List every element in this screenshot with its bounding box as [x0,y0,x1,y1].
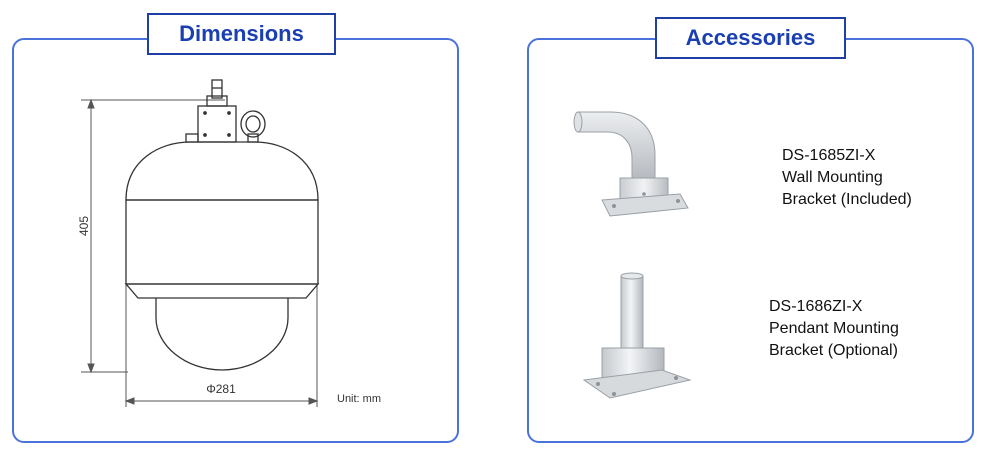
accessory-model: DS-1686ZI-X [769,298,863,315]
unit-label: Unit: mm [337,393,381,405]
accessories-title: Accessories [655,17,846,59]
camera-body [124,79,320,371]
accessory-inclusion: Bracket (Included) [782,191,912,208]
diameter-dimension [124,285,319,407]
height-label: 405 [77,216,91,236]
dimensions-title: Dimensions [147,13,336,55]
accessory-inclusion: Bracket (Optional) [769,342,898,359]
accessory-model: DS-1685ZI-X [782,147,876,164]
dimensions-title-text: Dimensions [179,21,304,46]
height-dimension [81,98,225,374]
accessory-description: Wall Mounting [782,169,883,186]
accessory-wall-mount: DS-1685ZI-X Wall Mounting Bracket (Inclu… [782,145,912,211]
wall-mount-bracket-image [573,111,689,217]
accessory-description: Pendant Mounting [769,320,899,337]
pendant-mount-bracket-image [582,272,692,399]
accessory-pendant-mount: DS-1686ZI-X Pendant Mounting Bracket (Op… [769,296,899,362]
accessories-title-text: Accessories [685,25,816,50]
diameter-label: Φ281 [206,382,236,396]
